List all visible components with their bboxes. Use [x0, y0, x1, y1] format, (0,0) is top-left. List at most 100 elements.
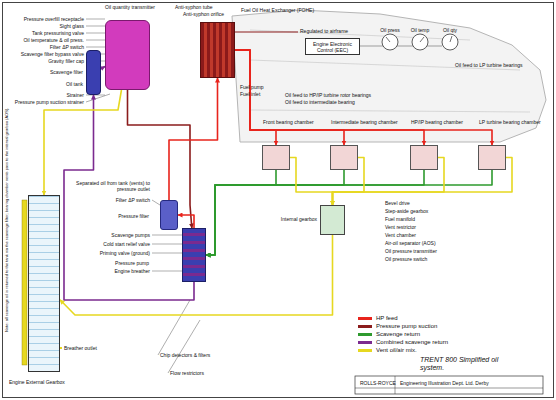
callout-label: Bevel drive	[385, 200, 410, 206]
callout-label: Scavenge filter bypass valve	[21, 51, 84, 57]
callout-label: Oil feed to HP/IP turbine rotor bearings	[285, 92, 371, 98]
node-label: Oil tank	[66, 81, 83, 87]
title-block-rule	[355, 388, 543, 389]
callout-label: Flow restrictors	[170, 370, 204, 376]
oil-pipe	[206, 170, 276, 255]
callout-label: Vent restrictor	[385, 224, 416, 230]
callout-label: Step-aside gearbox	[385, 208, 428, 214]
leader-lines	[152, 200, 200, 373]
callout-label: Separated oil from tank (vents) to press…	[70, 180, 150, 192]
oil-tank: Oil tank	[105, 20, 150, 90]
callout-label: Pressure overfill receptacle	[24, 16, 84, 22]
bearing-chamber: Front bearing chamber	[262, 145, 290, 170]
oil-pipe	[206, 170, 492, 255]
callout-label: Oil feed to LP turbine bearings	[455, 62, 522, 68]
pressure-filter: Pressure filter	[160, 200, 178, 230]
page-frame	[3, 3, 554, 398]
callout-label: Tank pressurising valve	[32, 30, 84, 36]
legend-text: Scavenge return	[376, 330, 420, 338]
node-label: Pressure filter	[118, 213, 149, 219]
callout-label: Anti-syphon tube	[175, 4, 213, 10]
legend-text: Pressure pump suction	[376, 322, 437, 330]
callout-label: Sight glass	[60, 23, 84, 29]
callout-label: Gravity filler cap	[48, 58, 84, 64]
gauge-needles	[386, 36, 452, 42]
callout-label: Filter ΔP switch	[116, 197, 150, 203]
margin-note: Note: all scavenge oil is returned to th…	[4, 108, 9, 332]
callout-label: Cold start relief valve	[103, 241, 150, 247]
callout-label: Chip detectors & filters	[160, 352, 210, 358]
callout-label: ROLLS-ROYCE	[360, 380, 396, 386]
legend-swatch	[358, 341, 372, 344]
title-block	[355, 376, 543, 394]
legend-row: Scavenge return	[358, 330, 508, 338]
controller-box: Engine Electronic Control (EEC)	[305, 38, 360, 55]
bearing-chamber: LP turbine bearing chamber	[478, 145, 506, 170]
engine-section-lines	[250, 30, 530, 112]
oil-pipe	[44, 90, 121, 195]
oil-pipe	[64, 95, 194, 300]
node-label: Scavenge filter	[50, 69, 83, 75]
node-label: HP/IP bearing chamber	[411, 119, 463, 125]
bearing-chamber: HP/IP bearing chamber	[410, 145, 438, 170]
oil-pipe	[206, 170, 344, 255]
callout-label: Fuel manifold	[385, 216, 415, 222]
legend-text: HP feed	[376, 314, 398, 322]
callout-label: Fuel inlet	[240, 91, 260, 97]
heat-exchanger: Fuel Oil Heat Exchanger (FOHE)	[200, 22, 235, 78]
engine-casing	[232, 10, 546, 142]
legend-swatch	[358, 349, 372, 352]
callout-label: Air-oil separator (AOS)	[385, 240, 436, 246]
node-label: Pressure pump	[115, 260, 149, 266]
node-label: Engine External Gearbox	[9, 379, 65, 385]
legend-row: Combined scavenge return	[358, 338, 508, 346]
legend-row: Pressure pump suction	[358, 322, 508, 330]
callout-label: Oil qty	[443, 27, 457, 33]
callout-label: Oil temperature & oil press.	[23, 37, 84, 43]
legend-swatch	[358, 317, 372, 320]
fuel-line	[235, 31, 298, 32]
legend-row: HP feed	[358, 314, 508, 322]
pump-pack: Pressure pump	[182, 228, 206, 282]
oil-pipe	[178, 215, 194, 228]
callout-label: Pressure pump suction strainer	[15, 99, 84, 105]
node-label: Front bearing chamber	[263, 119, 314, 125]
callout-label: Breather outlet	[64, 345, 97, 351]
breather-duct	[22, 200, 27, 365]
callout-label: Filter ΔP switch	[50, 44, 84, 50]
node-label: Internal gearbox	[281, 216, 317, 222]
oil-pipe	[290, 158, 333, 206]
callout-label: Priming valve (ground)	[100, 250, 150, 256]
legend-text: Vent oil/air mix.	[376, 346, 417, 354]
callout-label: Engine breather	[114, 268, 150, 274]
node-label: Fuel Oil Heat Exchanger (FOHE)	[241, 7, 314, 13]
callout-label: Vent chamber	[385, 232, 416, 238]
oil-pipe	[169, 78, 218, 200]
callout-label: Oil pressure switch	[385, 256, 427, 262]
node-label: Intermediate bearing chamber	[331, 119, 398, 125]
legend-row: Vent oil/air mix.	[358, 346, 508, 354]
node-label: Engine Electronic Control (EEC)	[306, 39, 359, 53]
legend-swatch	[358, 333, 372, 336]
gauge-wire	[360, 46, 442, 47]
bearing-chamber: Intermediate bearing chamber	[330, 145, 358, 170]
callout-label: Strainer	[66, 92, 84, 98]
callout-label: Oil temp	[411, 27, 430, 33]
drawing-title: TRENT 800 Simplified oil system.	[420, 356, 515, 372]
node-label: LP turbine bearing chamber	[479, 119, 541, 125]
callout-label: Oil feed to intermediate bearing	[285, 99, 355, 105]
callout-label: Oil pressure transmitter	[385, 248, 437, 254]
breather-outlet	[60, 347, 62, 349]
legend-swatch	[358, 325, 372, 328]
callout-label: Fuel pump	[240, 84, 264, 90]
callout-label: Anti-syphon orifice	[183, 11, 224, 17]
internal-gearbox: Internal gearbox	[320, 205, 345, 235]
oil-pipe	[235, 50, 492, 145]
callout-label: Scavenge pumps	[111, 232, 150, 238]
callout-label: Oil press	[380, 27, 400, 33]
legend-text: Combined scavenge return	[376, 338, 448, 346]
callout-label: Regulated to airframe	[300, 28, 348, 34]
callout-label: Oil quantity transmitter	[105, 4, 155, 10]
external-gearbox: Engine External Gearbox	[28, 195, 60, 372]
